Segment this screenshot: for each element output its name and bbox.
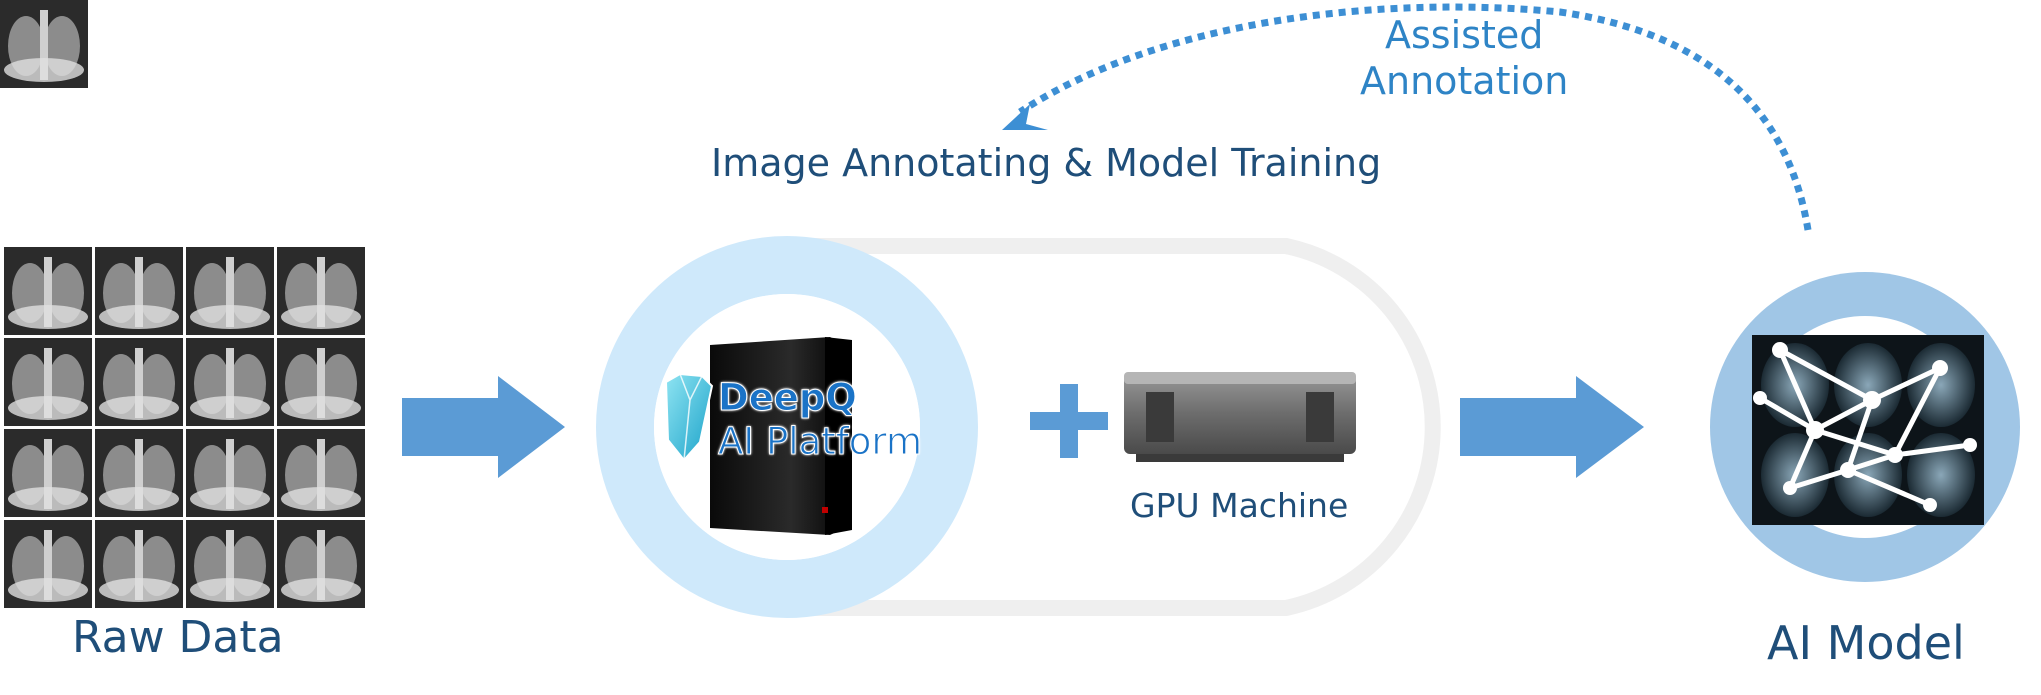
deepq-logo-icon [664, 372, 714, 462]
pipeline-capsule [780, 238, 1441, 616]
ai-model-label: AI Model [1767, 616, 1965, 670]
gpu-machine-image [1124, 372, 1356, 462]
feedback-dotted-arrow [1018, 3, 1812, 231]
brain-network-image [1752, 335, 1984, 525]
arrowhead-icon [1002, 104, 1048, 130]
deepq-platform-label: DeepQ AI Platform [717, 376, 923, 464]
plus-icon [1030, 384, 1108, 458]
server-tower-image [710, 337, 852, 535]
training-label: Image Annotating & Model Training [711, 141, 1382, 185]
right-arrow-icon [1460, 376, 1644, 478]
raw-data-label: Raw Data [72, 612, 284, 663]
platform-ring [596, 236, 978, 618]
right-arrow-icon [402, 376, 565, 478]
deepq-name: DeepQ [717, 376, 857, 420]
xray-grid-image [0, 0, 365, 608]
assisted-line-2: Annotation [1360, 59, 1569, 103]
assisted-annotation-label: Assisted Annotation [1360, 12, 1568, 104]
gpu-machine-label: GPU Machine [1130, 486, 1349, 525]
assisted-line-1: Assisted [1385, 13, 1544, 57]
deepq-subtitle: AI Platform [717, 420, 923, 464]
